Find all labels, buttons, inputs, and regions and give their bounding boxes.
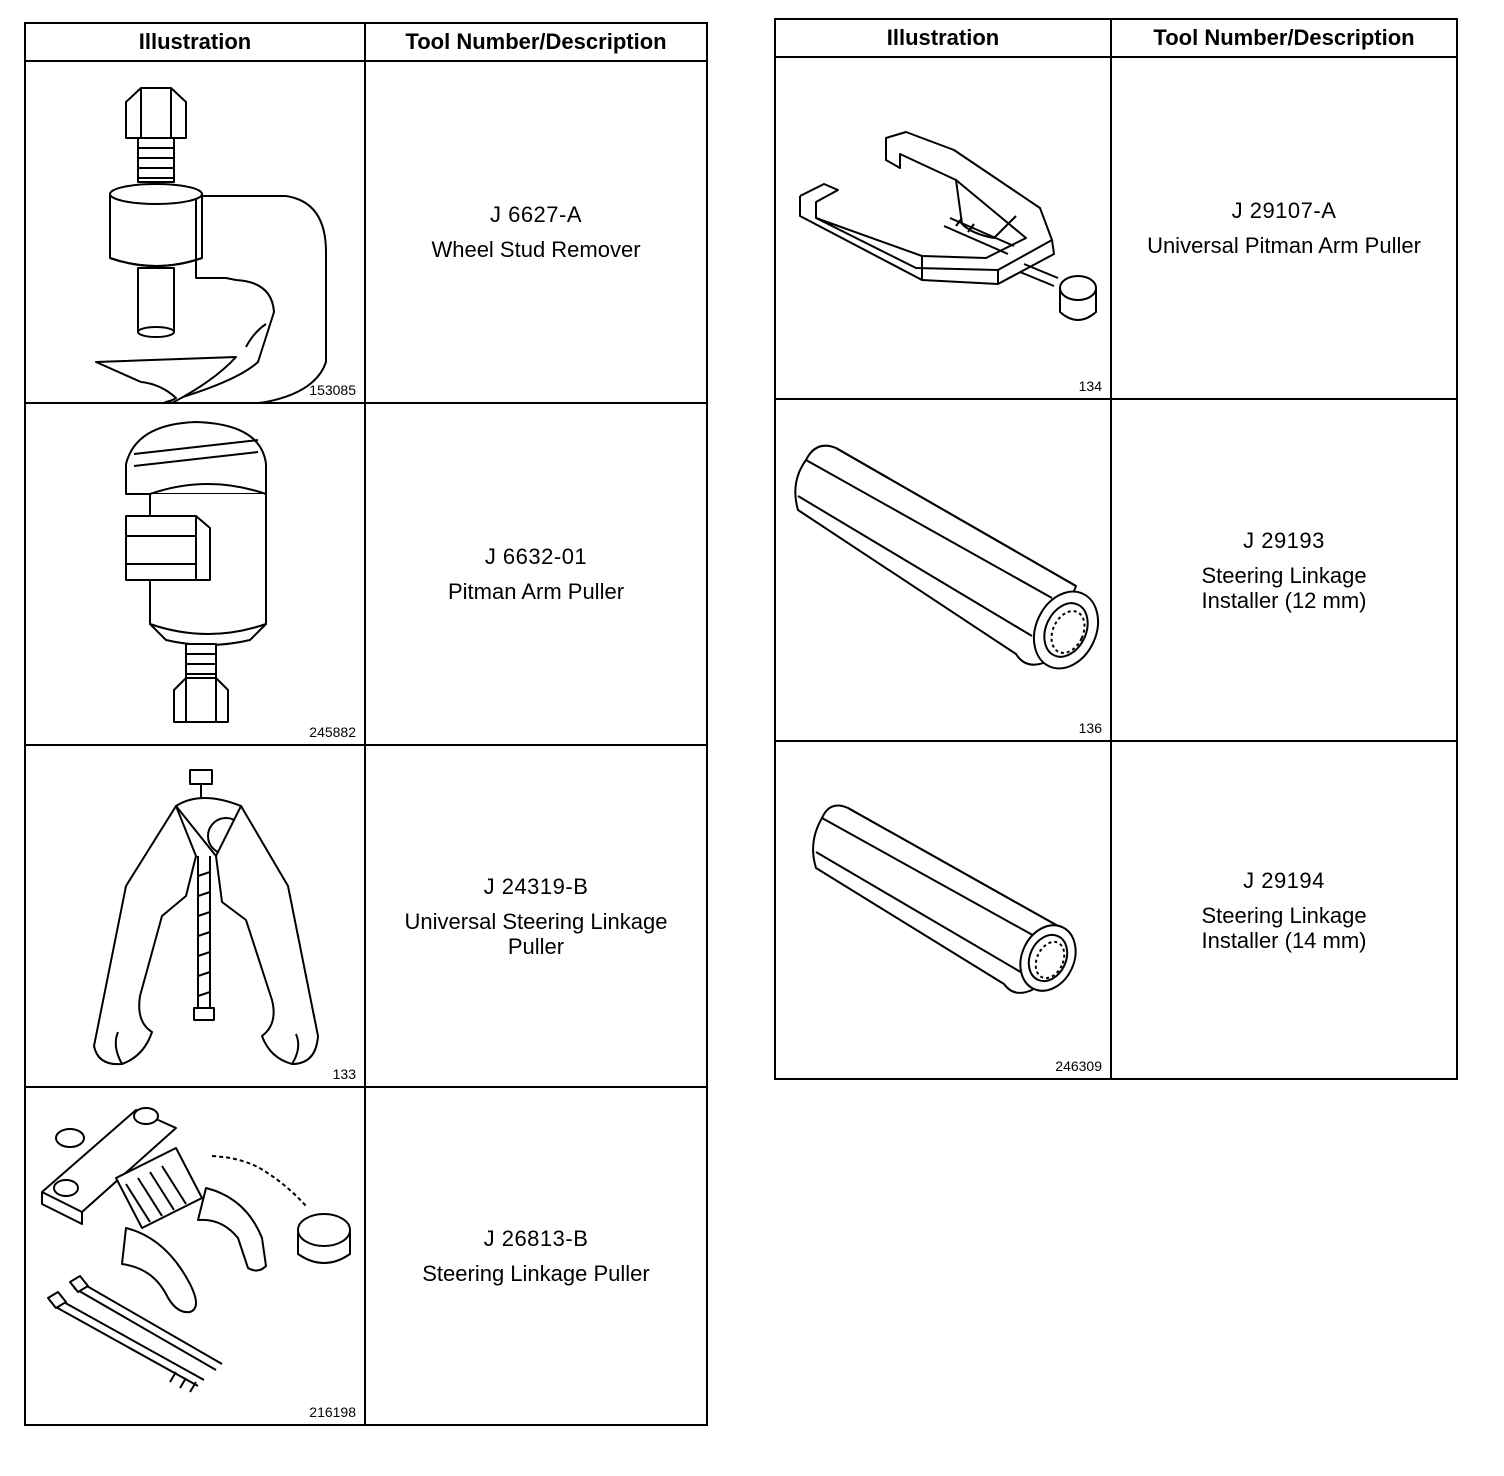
figure-code: 134 — [1078, 378, 1102, 394]
figure-code: 133 — [332, 1066, 356, 1082]
figure-code: 136 — [1078, 720, 1102, 736]
description-cell: J 29193 Steering Linkage Installer (12 m… — [1110, 398, 1458, 742]
right-tools-table: Illustration Tool Number/Description 134 — [774, 18, 1458, 1080]
tool-name: Pitman Arm Puller — [447, 579, 625, 604]
tool-number: J 24319-B — [483, 873, 589, 899]
figure-code: 245882 — [309, 724, 356, 740]
table-row: 216198 J 26813-B Steering Linkage Puller — [24, 1086, 708, 1426]
illustration-header: Illustration — [24, 22, 366, 62]
universal-pitman-arm-puller-icon — [776, 58, 1112, 398]
pitman-arm-puller-icon — [26, 404, 366, 744]
description-cell: J 26813-B Steering Linkage Puller — [364, 1086, 708, 1426]
tool-number: J 6627-A — [489, 202, 583, 227]
steering-linkage-puller-icon — [26, 1088, 366, 1424]
tool-name: Wheel Stud Remover — [431, 237, 641, 262]
table-row: 153085 J 6627-A Wheel Stud Remover — [24, 60, 708, 404]
tool-number: J 6632-01 — [484, 544, 588, 569]
table-row: 136 J 29193 Steering Linkage Installer (… — [774, 398, 1458, 742]
tool-number: J 29193 — [1243, 527, 1325, 553]
description-cell: J 6632-01 Pitman Arm Puller — [364, 402, 708, 746]
tool-name: Steering Linkage Installer (14 mm) — [1201, 902, 1367, 953]
illustration-cell: 134 — [774, 56, 1112, 400]
description-cell: J 29194 Steering Linkage Installer (14 m… — [1110, 740, 1458, 1080]
description-cell: J 6627-A Wheel Stud Remover — [364, 60, 708, 404]
left-tools-table: Illustration Tool Number/Description — [24, 22, 708, 1426]
steering-linkage-installer-14mm-icon — [776, 742, 1112, 1078]
tool-number: J 26813-B — [483, 1226, 589, 1251]
illustration-cell: 136 — [774, 398, 1112, 742]
table-header-row: Illustration Tool Number/Description — [24, 22, 708, 62]
figure-code: 216198 — [309, 1404, 356, 1420]
illustration-header: Illustration — [774, 18, 1112, 58]
universal-steering-linkage-puller-icon — [26, 746, 366, 1086]
steering-linkage-installer-12mm-icon — [776, 400, 1112, 740]
tool-number: J 29107-A — [1231, 198, 1337, 223]
table-row: 134 J 29107-A Universal Pitman Arm Pulle… — [774, 56, 1458, 400]
tool-name: Universal Pitman Arm Puller — [1147, 233, 1421, 258]
description-cell: J 29107-A Universal Pitman Arm Puller — [1110, 56, 1458, 400]
illustration-cell: 245882 — [24, 402, 366, 746]
illustration-cell: 246309 — [774, 740, 1112, 1080]
illustration-cell: 153085 — [24, 60, 366, 404]
tool-name: Steering Linkage Installer (12 mm) — [1201, 562, 1367, 613]
description-cell: J 24319-B Universal Steering Linkage Pul… — [364, 744, 708, 1088]
figure-code: 153085 — [309, 382, 356, 398]
tool-number: J 29194 — [1243, 867, 1325, 893]
table-row: 133 J 24319-B Universal Steering Linkage… — [24, 744, 708, 1088]
tool-name: Universal Steering Linkage Puller — [404, 908, 668, 959]
figure-code: 246309 — [1055, 1058, 1102, 1074]
wheel-stud-remover-icon — [26, 62, 366, 402]
table-row: 246309 J 29194 Steering Linkage Installe… — [774, 740, 1458, 1080]
illustration-cell: 133 — [24, 744, 366, 1088]
description-header: Tool Number/Description — [364, 22, 708, 62]
table-row: 245882 J 6632-01 Pitman Arm Puller — [24, 402, 708, 746]
illustration-cell: 216198 — [24, 1086, 366, 1426]
table-header-row: Illustration Tool Number/Description — [774, 18, 1458, 58]
tool-name: Steering Linkage Puller — [422, 1261, 650, 1286]
description-header: Tool Number/Description — [1110, 18, 1458, 58]
